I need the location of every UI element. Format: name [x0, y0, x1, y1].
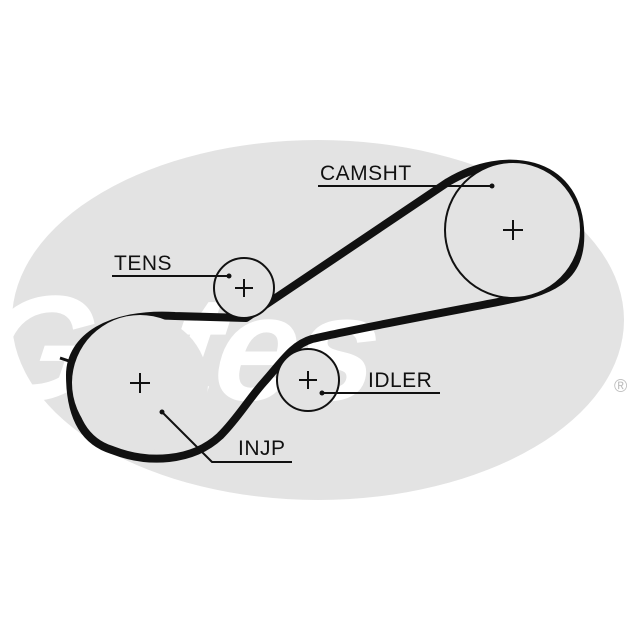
camshaft-label: CAMSHT — [320, 162, 412, 185]
injection-pump-pulley — [72, 315, 208, 451]
injection-pump-leader-line — [161, 411, 292, 463]
idler-center-mark — [299, 371, 317, 389]
camshaft-center-mark — [503, 220, 523, 240]
idler-label: IDLER — [368, 369, 432, 392]
idler-pulley — [276, 348, 340, 412]
tensioner-pulley — [213, 257, 275, 319]
camshaft-pulley — [444, 161, 582, 299]
registered-mark: ® — [614, 376, 627, 396]
injection-pump-center-mark — [130, 373, 150, 393]
tensioner-center-mark — [235, 279, 253, 297]
injection-pump-label: INJP — [238, 437, 286, 460]
tensioner-label: TENS — [114, 252, 172, 275]
